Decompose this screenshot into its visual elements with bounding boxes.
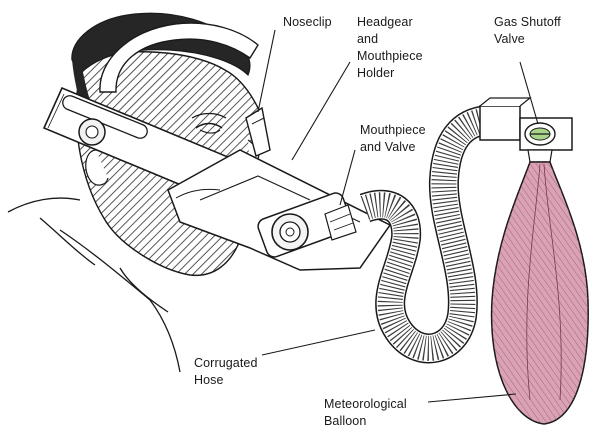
label-meteorological-balloon: Meteorological Balloon (324, 396, 407, 430)
label-corrugated-hose: Corrugated Hose (194, 355, 258, 389)
meteorological-balloon (492, 162, 589, 424)
label-noseclip: Noseclip (283, 14, 332, 31)
label-gas-shutoff-valve: Gas Shutoff Valve (494, 14, 561, 48)
label-mouthpiece-valve: Mouthpiece and Valve (360, 122, 426, 156)
label-headgear-holder: Headgear and Mouthpiece Holder (357, 14, 423, 82)
gas-shutoff-valve (480, 98, 572, 162)
